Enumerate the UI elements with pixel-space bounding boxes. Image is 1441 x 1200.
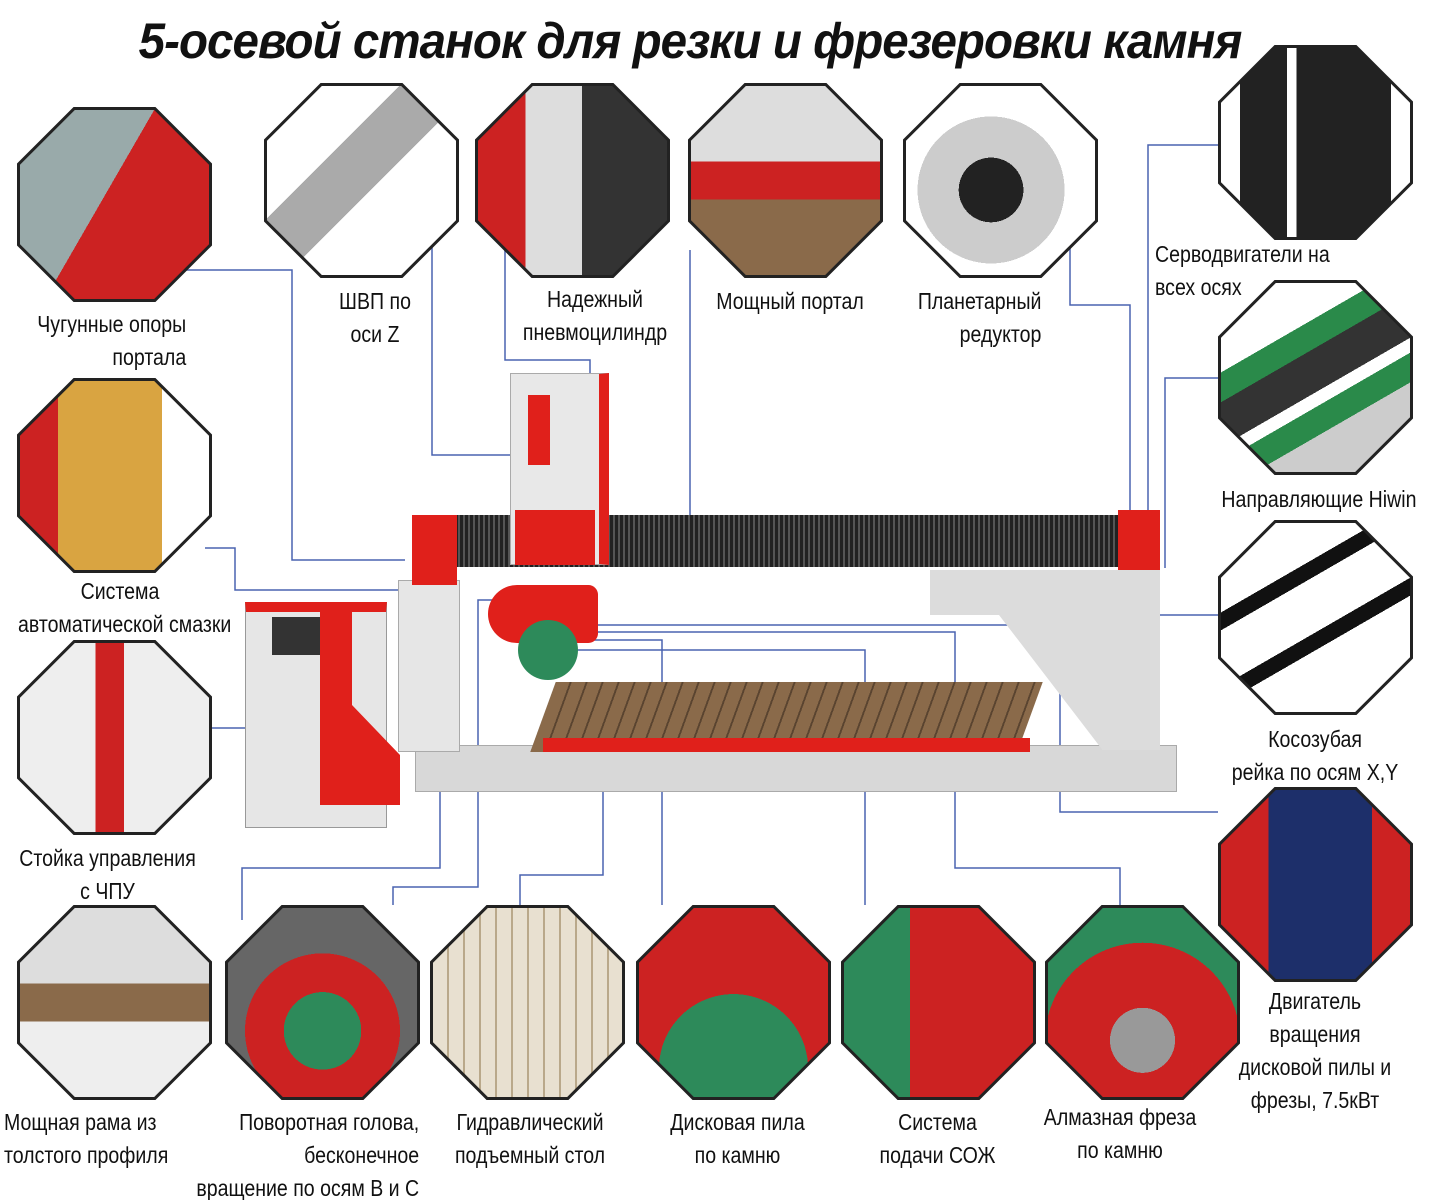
text: с ЧПУ — [80, 878, 135, 904]
label-frame: Мощная рама из толстого профиля — [4, 1106, 168, 1172]
photo-coolant — [841, 905, 1036, 1100]
cylinder-mark — [528, 395, 550, 465]
text: Надежный — [547, 286, 643, 312]
photo-cnc — [17, 640, 212, 835]
portal-end-right — [1118, 510, 1160, 570]
text: Дисковая пила — [670, 1109, 805, 1135]
text: всех осях — [1155, 274, 1242, 300]
label-mill: Алмазная фреза по камню — [1035, 1101, 1205, 1167]
photo-table — [430, 905, 625, 1100]
label-head: Поворотная голова, бесконечное вращение по… — [196, 1106, 419, 1200]
line-saw — [575, 639, 663, 905]
label-cylinder: Надежный пневмоцилиндр — [519, 283, 672, 349]
text: Мощная рама из — [4, 1109, 157, 1135]
label-servo: Серводвигатели на всех осях — [1155, 238, 1330, 304]
label-table: Гидравлический подъемный стол — [445, 1106, 615, 1172]
text: дисковой пилы и — [1238, 1054, 1392, 1080]
text: фрезы, 7.5кВт — [1250, 1087, 1380, 1113]
photo-rack — [1218, 520, 1413, 715]
line-frame — [241, 770, 441, 920]
label-guides: Направляющие Hiwin — [1221, 483, 1416, 516]
line-motor — [580, 624, 1218, 813]
label-saw: Дисковая пила по камню — [655, 1106, 821, 1172]
label-rack: Косозубая рейка по осям X,Y — [1226, 723, 1405, 789]
text: Косозубая — [1268, 726, 1362, 752]
text: подъемный стол — [454, 1142, 606, 1168]
photo-portal — [688, 83, 883, 278]
line-guides — [1164, 377, 1218, 568]
photo-ballscrew — [264, 83, 459, 278]
label-cnc: Стойка управления с ЧПУ — [16, 842, 199, 908]
photo-frame — [17, 905, 212, 1100]
label-lubrication: Система автоматической смазки — [18, 575, 232, 641]
text: Система — [80, 578, 160, 604]
text: бесконечное — [303, 1142, 419, 1168]
text: подачи СОЖ — [879, 1142, 996, 1168]
label-supports: Чугунные опоры портала — [37, 308, 186, 374]
text: Поворотная голова, — [238, 1109, 419, 1135]
photo-supports — [17, 107, 212, 302]
line-coolant — [575, 649, 866, 905]
text: по камню — [1077, 1137, 1163, 1163]
left-leg — [398, 580, 460, 752]
text: автоматической смазки — [18, 611, 232, 637]
label-portal: Мощный портал — [714, 285, 867, 318]
label-reducer: Планетарный редуктор — [917, 285, 1041, 351]
text: вращение по осям B и C — [196, 1175, 419, 1200]
photo-saw — [636, 905, 831, 1100]
line-mill — [575, 631, 1121, 905]
photo-lubrication — [17, 378, 212, 573]
text: Планетарный — [917, 288, 1041, 314]
photo-guides — [1218, 280, 1413, 475]
page-title: 5-осевой станок для резки и фрезеровки к… — [138, 13, 1243, 69]
photo-head — [225, 905, 420, 1100]
text: рейка по осям X,Y — [1231, 759, 1399, 785]
label-coolant: Система подачи СОЖ — [855, 1106, 1021, 1172]
text: оси Z — [350, 321, 400, 347]
text: по камню — [694, 1142, 781, 1168]
text: Чугунные опоры — [37, 311, 186, 337]
line-servo — [1147, 144, 1218, 535]
photo-cylinder — [475, 83, 670, 278]
text: Стойка управления — [19, 845, 196, 871]
base-frame — [415, 745, 1177, 792]
text: Направляющие Hiwin — [1220, 486, 1416, 512]
text: Гидравлический — [456, 1109, 604, 1135]
photo-mill — [1045, 905, 1240, 1100]
saw-blade — [518, 620, 578, 680]
photo-motor — [1218, 787, 1413, 982]
label-ballscrew: ШВП по оси Z — [311, 285, 439, 351]
line-table — [519, 760, 604, 905]
photo-servo — [1218, 45, 1413, 240]
portal-end-left — [412, 515, 457, 585]
text: портала — [112, 344, 186, 370]
text: редуктор — [959, 321, 1041, 347]
text: Алмазная фреза — [1043, 1104, 1197, 1130]
text: толстого профиля — [4, 1142, 169, 1168]
text: ШВП по — [339, 288, 411, 314]
text: вращения — [1269, 1021, 1361, 1047]
photo-reducer — [903, 83, 1098, 278]
text: Двигатель — [1268, 988, 1362, 1014]
text: пневмоцилиндр — [522, 319, 668, 345]
line-reducer — [1069, 245, 1131, 530]
line-lube — [205, 547, 430, 591]
text: Система — [898, 1109, 977, 1135]
table-edge — [543, 738, 1030, 752]
line-ballscrew — [431, 240, 540, 456]
line-supports — [185, 269, 405, 561]
text: Серводвигатели на — [1155, 241, 1330, 267]
text: Мощный портал — [716, 288, 864, 314]
label-motor: Двигатель вращения дисковой пилы и фрезы, 7… — [1230, 985, 1400, 1117]
carriage — [515, 510, 595, 565]
